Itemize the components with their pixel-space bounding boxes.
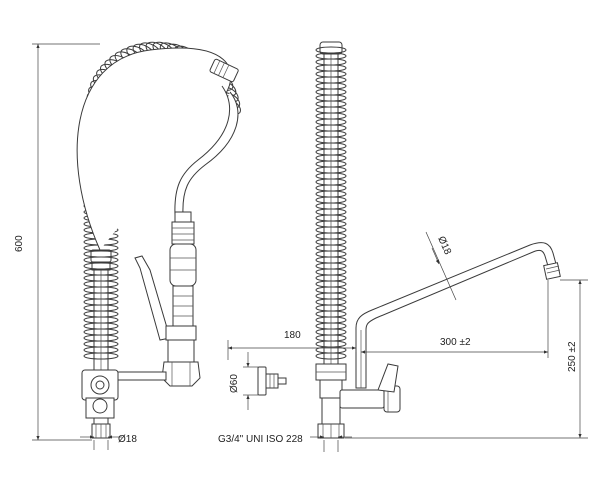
- side-coil-spring: [315, 46, 347, 360]
- side-view: 180 300 ±2 250 ±2 Ø18 G3/4" UNI ISO 228: [218, 41, 588, 452]
- front-hose-diameter-label: Ø18: [118, 434, 137, 445]
- front-hose-nozzle-cap: [209, 58, 239, 83]
- front-view: Ø18: [76, 41, 241, 450]
- front-spray-gun: [134, 211, 201, 387]
- total-height-label: 600: [14, 235, 25, 252]
- side-spout: [355, 242, 557, 389]
- flange-detail: Ø60: [229, 352, 287, 410]
- spout-diameter-label: Ø18: [435, 235, 453, 257]
- flange-diameter-label: Ø60: [229, 374, 240, 393]
- side-base: [321, 397, 341, 425]
- spout-reach-label: 300 ±2: [440, 337, 471, 348]
- front-spray-head-nut: [161, 361, 201, 387]
- spout-height-label: 250 ±2: [567, 341, 578, 372]
- height-dimension: 600: [14, 43, 100, 441]
- side-valve-body: [339, 389, 385, 409]
- side-valve-lever: [377, 363, 399, 393]
- side-aerator: [543, 262, 561, 280]
- connection-thread-label: G3/4" UNI ISO 228: [218, 434, 303, 445]
- spout-offset-label: 180: [284, 330, 301, 341]
- front-base-block: [81, 369, 119, 439]
